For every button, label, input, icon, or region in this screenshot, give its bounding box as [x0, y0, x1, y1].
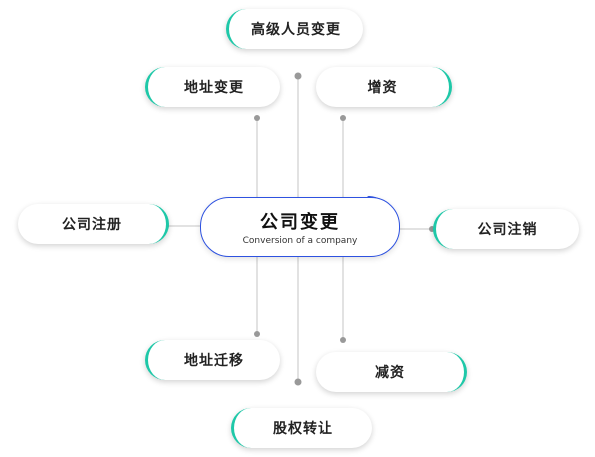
node-address-relocation[interactable]: 地址迁移	[145, 340, 280, 380]
node-address-change[interactable]: 地址变更	[145, 67, 280, 107]
node-label: 增资	[367, 80, 398, 96]
node-label: 高级人员变更	[251, 22, 341, 38]
node-capital-increase[interactable]: 增资	[316, 67, 452, 107]
node-label: 减资	[375, 365, 405, 381]
node-company-registration[interactable]: 公司注册	[18, 204, 169, 244]
node-equity-transfer[interactable]: 股权转让	[231, 408, 372, 448]
node-label: 股权转让	[273, 421, 333, 437]
node-label: 地址变更	[184, 80, 244, 96]
connector-dot	[294, 72, 302, 80]
center-title: 公司变更	[260, 212, 340, 233]
center-node[interactable]: 公司变更 Conversion of a company	[200, 197, 400, 257]
connector-dot	[254, 331, 260, 337]
node-label: 地址迁移	[184, 353, 244, 369]
connector-dot	[294, 378, 302, 386]
node-capital-reduction[interactable]: 减资	[316, 352, 467, 392]
node-senior-staff-change[interactable]: 高级人员变更	[226, 9, 363, 49]
center-subtitle: Conversion of a company	[242, 236, 358, 246]
node-label: 公司注销	[477, 222, 538, 238]
node-label: 公司注册	[62, 217, 122, 233]
connector-dot	[254, 115, 260, 121]
node-company-deregistration[interactable]: 公司注销	[433, 209, 579, 249]
connector-dot	[340, 337, 346, 343]
connector-dot	[340, 115, 346, 121]
